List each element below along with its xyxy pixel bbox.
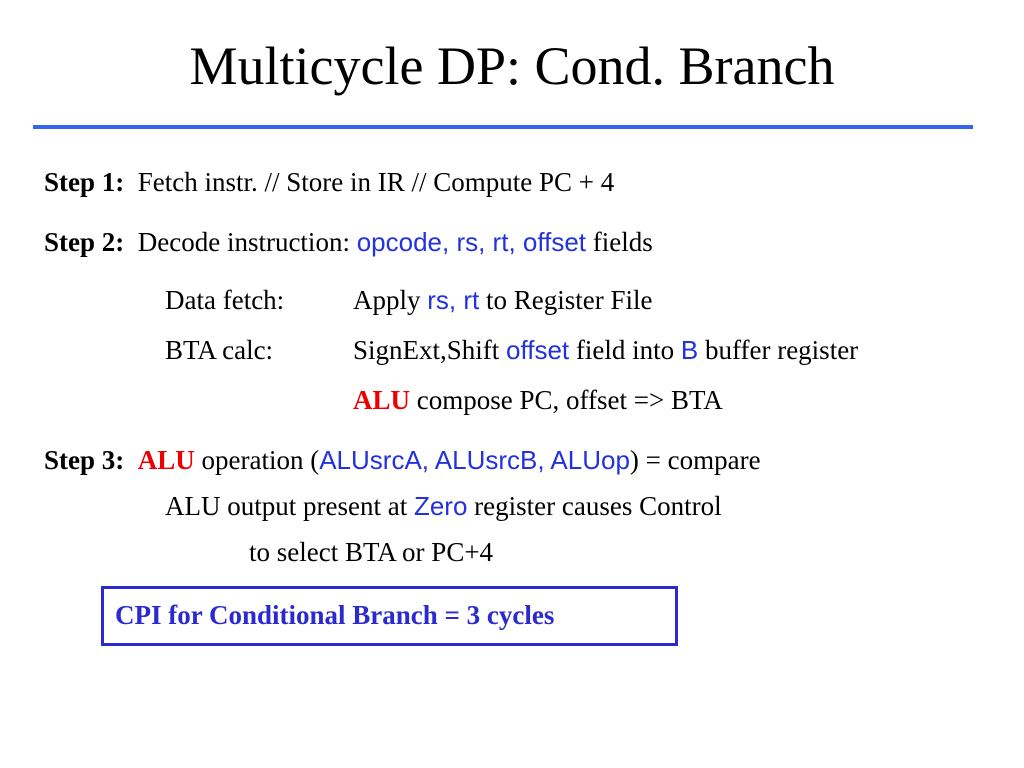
step1-text: Fetch instr. // Store in IR // Compute P… xyxy=(137,167,615,197)
cpi-box-text: CPI for Conditional Branch = 3 cycles xyxy=(115,600,555,630)
alu-compose-alu: ALU xyxy=(353,385,411,415)
alu-compose-line: ALU compose PC, offset => BTA xyxy=(353,384,723,416)
step3-line2-highlight: Zero xyxy=(413,491,468,521)
bta-calc-post: buffer register xyxy=(704,335,859,365)
bta-calc-pre: SignExt,Shift xyxy=(353,335,500,365)
step2-label: Step 2: xyxy=(44,227,125,257)
step1-label: Step 1: xyxy=(44,167,125,197)
step3-line2: ALU output present at Zero register caus… xyxy=(165,490,722,522)
step3-alu: ALU xyxy=(137,445,195,475)
step2-text: Decode instruction: xyxy=(137,227,350,257)
bta-calc-text: SignExt,Shift offset field into B buffer… xyxy=(353,334,858,366)
bta-calc-highlight: offset xyxy=(506,335,570,365)
page-title: Multicycle DP: Cond. Branch xyxy=(189,36,835,96)
step3-line: Step 3: ALU operation (ALUsrcA, ALUsrcB,… xyxy=(44,444,761,476)
step3-post: ) = compare xyxy=(629,445,761,475)
step3-label: Step 3: xyxy=(44,445,125,475)
step2-line: Step 2: Decode instruction: opcode, rs, … xyxy=(44,226,653,258)
step3-pre: operation ( xyxy=(201,445,320,475)
step2-fields-tail: fields xyxy=(592,227,653,257)
alu-compose-text: compose PC, offset => BTA xyxy=(416,385,723,415)
data-fetch-label: Data fetch: xyxy=(165,285,285,315)
title-divider xyxy=(33,125,973,129)
step3-line2-pre: ALU output present at xyxy=(165,491,408,521)
step1-line: Step 1: Fetch instr. // Store in IR // C… xyxy=(44,166,614,198)
bta-calc-label: BTA calc: xyxy=(165,335,274,365)
data-fetch-text: Apply rs, rt to Register File xyxy=(353,284,652,316)
step3-highlight: ALUsrcA, ALUsrcB, ALUop xyxy=(319,445,630,475)
step3-line2-post: register causes Control xyxy=(474,491,722,521)
step3-line3: to select BTA or PC+4 xyxy=(249,537,494,567)
bta-calc-highlight2: B xyxy=(680,335,699,365)
data-fetch-highlight: rs, rt xyxy=(427,285,480,315)
step2-fields-highlight: opcode, rs, rt, offset xyxy=(356,227,587,257)
data-fetch-post: to Register File xyxy=(486,285,653,315)
data-fetch-pre: Apply xyxy=(353,285,421,315)
cpi-box xyxy=(101,586,678,646)
bta-calc-mid: field into xyxy=(575,335,675,365)
